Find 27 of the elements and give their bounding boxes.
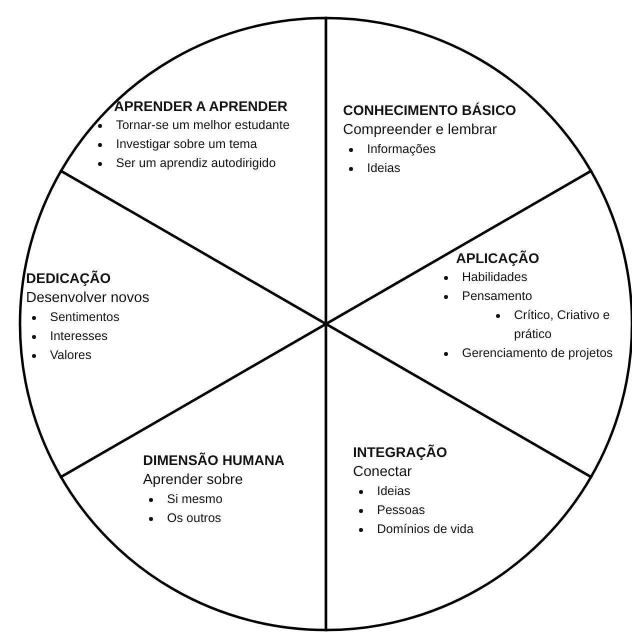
bullet-item: Os outros [166, 511, 222, 525]
section-heading: APRENDER A APRENDER [114, 97, 288, 116]
bullet-item: Interesses [50, 329, 108, 343]
bullet-item: Pessoas [377, 503, 425, 517]
section-heading: INTEGRAÇÃO [353, 443, 448, 462]
bullet-item: Investigar sobre um tema [116, 137, 258, 151]
bullet-item: Domínios de vida [377, 522, 474, 536]
section-heading: CONHECIMENTO BÁSICO [343, 101, 516, 120]
section-subtitle: Aprender sobre [142, 471, 244, 490]
bullet-item: Sentimentos [50, 310, 120, 324]
bullet-item: Habilidades [462, 270, 528, 284]
bullet-item: Ideias [367, 161, 400, 175]
section-subtitle: Desenvolver novos [26, 289, 150, 308]
bullet-item: Tornar-se um melhor estudante [116, 118, 290, 132]
bullet-item: Ser um aprendiz autodirigido [116, 156, 276, 170]
bullet-item: Informações [367, 142, 436, 156]
section-heading: DEDICAÇÃO [26, 269, 111, 288]
bullet-item: Valores [50, 348, 92, 362]
bullet-item: Ideias [377, 484, 410, 498]
section-subtitle: Conectar [353, 463, 413, 482]
section-heading: APLICAÇÃO [456, 249, 540, 268]
bullet-item: Si mesmo [166, 492, 223, 506]
bullet-item: Gerenciamento de projetos [462, 346, 613, 360]
section-subtitle: Compreender e lembrar [343, 121, 498, 140]
bullet-item: Pensamento [462, 289, 532, 303]
bullet-item: Crítico, Criativo e prático [514, 308, 610, 341]
section-heading: DIMENSÃO HUMANA [142, 451, 285, 470]
